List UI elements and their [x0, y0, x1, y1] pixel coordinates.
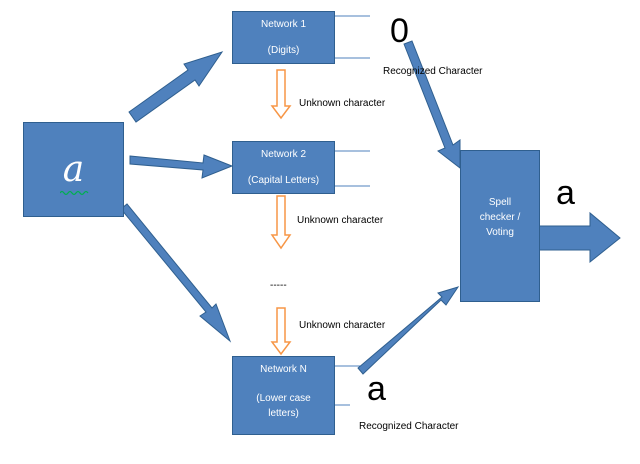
network-2-box: Network 2 (Capital Letters) [232, 141, 335, 194]
down-arrow-1 [270, 69, 292, 120]
netN-output-caption: Recognized Character [359, 421, 459, 432]
network-1-box: Network 1 (Digits) [232, 11, 335, 64]
arrow-input-to-netN [120, 203, 232, 343]
arrow-input-to-net2 [129, 154, 234, 179]
network-1-title: Network 1 [260, 19, 306, 30]
network-n-box: Network N (Lower case letters) [232, 356, 335, 435]
netN-output-value: a [367, 370, 386, 408]
network-2-subtitle: (Capital Letters) [247, 175, 320, 186]
arrow-netN-to-voter [357, 286, 460, 375]
unknown-label-1: Unknown character [299, 98, 386, 109]
down-arrow-3 [270, 307, 292, 356]
input-image-box: a [23, 122, 124, 217]
spellcheck-underline [60, 190, 89, 196]
input-character: a [62, 149, 85, 190]
voter-label: Spell checker / Voting [479, 197, 521, 238]
network-n-title: Network N [260, 364, 307, 375]
network-1-subtitle: (Digits) [267, 45, 300, 56]
arrow-input-to-net1 [128, 51, 224, 123]
net1-output-value: 0 [390, 12, 409, 50]
down-arrow-2 [270, 195, 292, 250]
arrow-final-output [537, 211, 621, 264]
voter-box: Spell checker / Voting [460, 150, 540, 302]
network-n-subtitle: (Lower case letters) [256, 393, 311, 419]
net1-output-caption: Recognized Character [383, 66, 483, 77]
unknown-label-2: Unknown character [297, 215, 384, 226]
ellipsis-networks: ----- [270, 280, 287, 291]
arrow-net1-to-voter [403, 40, 461, 170]
unknown-label-3: Unknown character [299, 320, 386, 331]
final-output-value: a [556, 174, 575, 212]
network-2-title: Network 2 [260, 149, 306, 160]
